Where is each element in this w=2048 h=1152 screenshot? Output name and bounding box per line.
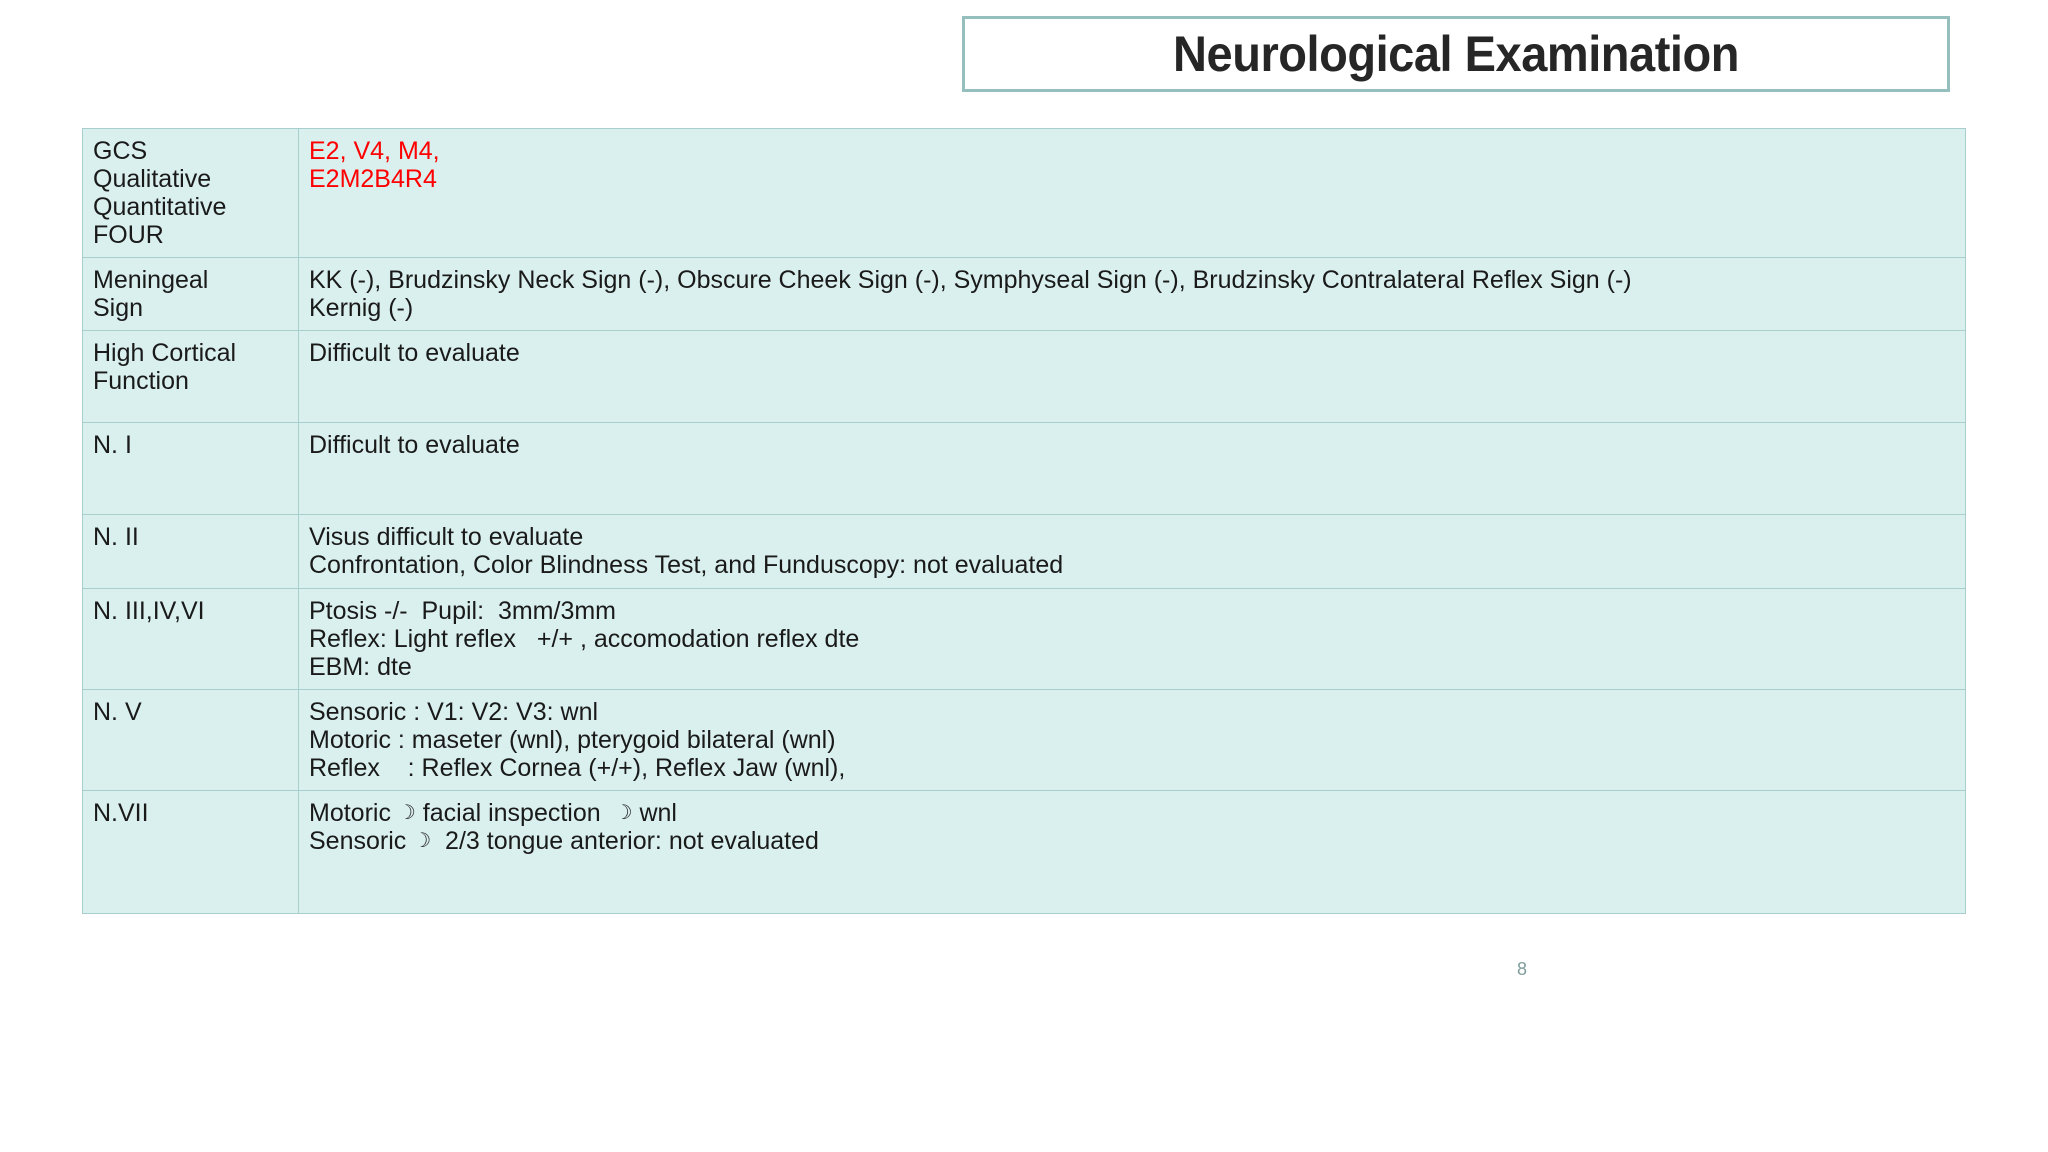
label-line: GCS — [93, 137, 148, 165]
row-label-nerve-3-4-6: N. III,IV,VI — [82, 588, 299, 690]
text-run: wnl — [632, 799, 677, 827]
crescent-moon-icon: ☽ — [397, 800, 416, 824]
row-value-nerve-2: Visus difficult to evaluate Confrontatio… — [298, 514, 1966, 589]
label-line: N. III,IV,VI — [93, 597, 205, 625]
value-line-highlight: E2, V4, M4, — [309, 137, 440, 165]
page-number: 8 — [1517, 959, 1528, 979]
text-run: 2/3 tongue anterior: not evaluated — [431, 827, 819, 855]
page-title: Neurological Examination — [1173, 26, 1739, 82]
table-row: GCS Qualitative Quantitative FOUR E2, V4… — [82, 128, 1966, 258]
value-line: Sensoric : V1: V2: V3: wnl — [309, 698, 599, 726]
value-line: Confrontation, Color Blindness Test, and… — [309, 551, 1064, 579]
table-row: N.VII Motoric ☽ facial inspection ☽ wnl … — [82, 790, 1966, 914]
neurological-examination-table: GCS Qualitative Quantitative FOUR E2, V4… — [82, 128, 1966, 914]
text-run: Motoric — [309, 799, 398, 827]
row-value-gcs: E2, V4, M4, E2M2B4R4 — [298, 128, 1966, 258]
label-line: N. I — [93, 431, 132, 459]
row-label-nerve-1: N. I — [82, 422, 299, 515]
text-run: facial inspection — [415, 799, 615, 827]
row-label-gcs: GCS Qualitative Quantitative FOUR — [82, 128, 299, 258]
row-label-high-cortical-function: High Cortical Function — [82, 330, 299, 423]
table-body: GCS Qualitative Quantitative FOUR E2, V4… — [82, 128, 1966, 914]
label-line: Qualitative — [93, 165, 212, 193]
label-line: N.VII — [93, 799, 149, 827]
row-label-nerve-2: N. II — [82, 514, 299, 589]
label-line: N. II — [93, 523, 139, 551]
table-row: N. V Sensoric : V1: V2: V3: wnl Motoric … — [82, 689, 1966, 791]
row-value-nerve-1: Difficult to evaluate — [298, 422, 1966, 515]
value-line: Difficult to evaluate — [309, 431, 520, 459]
text-run: Sensoric — [309, 827, 414, 855]
row-value-meningeal-sign: KK (-), Brudzinsky Neck Sign (-), Obscur… — [298, 257, 1966, 331]
row-label-meningeal-sign: Meningeal Sign — [82, 257, 299, 331]
table-row: High Cortical Function Difficult to eval… — [82, 330, 1966, 423]
table-row: Meningeal Sign KK (-), Brudzinsky Neck S… — [82, 257, 1966, 331]
value-line-highlight: E2M2B4R4 — [309, 165, 437, 193]
value-line: Sensoric ☽ 2/3 tongue anterior: not eval… — [309, 827, 1955, 855]
value-line: EBM: dte — [309, 653, 412, 681]
value-line: Difficult to evaluate — [309, 339, 520, 367]
label-line: FOUR — [93, 221, 164, 249]
crescent-moon-icon: ☽ — [614, 800, 633, 824]
row-label-nerve-5: N. V — [82, 689, 299, 791]
row-value-high-cortical-function: Difficult to evaluate — [298, 330, 1966, 423]
table-row: N. I Difficult to evaluate — [82, 422, 1966, 515]
row-label-nerve-7: N.VII — [82, 790, 299, 914]
value-line: Ptosis -/- Pupil: 3mm/3mm — [309, 597, 616, 625]
slide-title-box: Neurological Examination — [962, 16, 1950, 92]
crescent-moon-icon: ☽ — [413, 828, 432, 852]
value-line: Visus difficult to evaluate — [309, 523, 584, 551]
table-row: N. II Visus difficult to evaluate Confro… — [82, 514, 1966, 589]
label-line: N. V — [93, 698, 142, 726]
label-line: High Cortical — [93, 339, 237, 367]
value-line: Reflex : Reflex Cornea (+/+), Reflex Jaw… — [309, 754, 846, 782]
row-value-nerve-5: Sensoric : V1: V2: V3: wnl Motoric : mas… — [298, 689, 1966, 791]
value-line: Reflex: Light reflex +/+ , accomodation … — [309, 625, 860, 653]
value-line: Motoric ☽ facial inspection ☽ wnl — [309, 799, 1955, 827]
label-line: Quantitative — [93, 193, 227, 221]
label-line: Function — [93, 367, 189, 395]
value-line: KK (-), Brudzinsky Neck Sign (-), Obscur… — [309, 266, 1632, 294]
value-line: Kernig (-) — [309, 294, 414, 322]
value-line: Motoric : maseter (wnl), pterygoid bilat… — [309, 726, 836, 754]
label-line: Meningeal — [93, 266, 209, 294]
row-value-nerve-7: Motoric ☽ facial inspection ☽ wnl Sensor… — [298, 790, 1966, 914]
label-line: Sign — [93, 294, 144, 322]
table-row: N. III,IV,VI Ptosis -/- Pupil: 3mm/3mm R… — [82, 588, 1966, 690]
row-value-nerve-3-4-6: Ptosis -/- Pupil: 3mm/3mm Reflex: Light … — [298, 588, 1966, 690]
